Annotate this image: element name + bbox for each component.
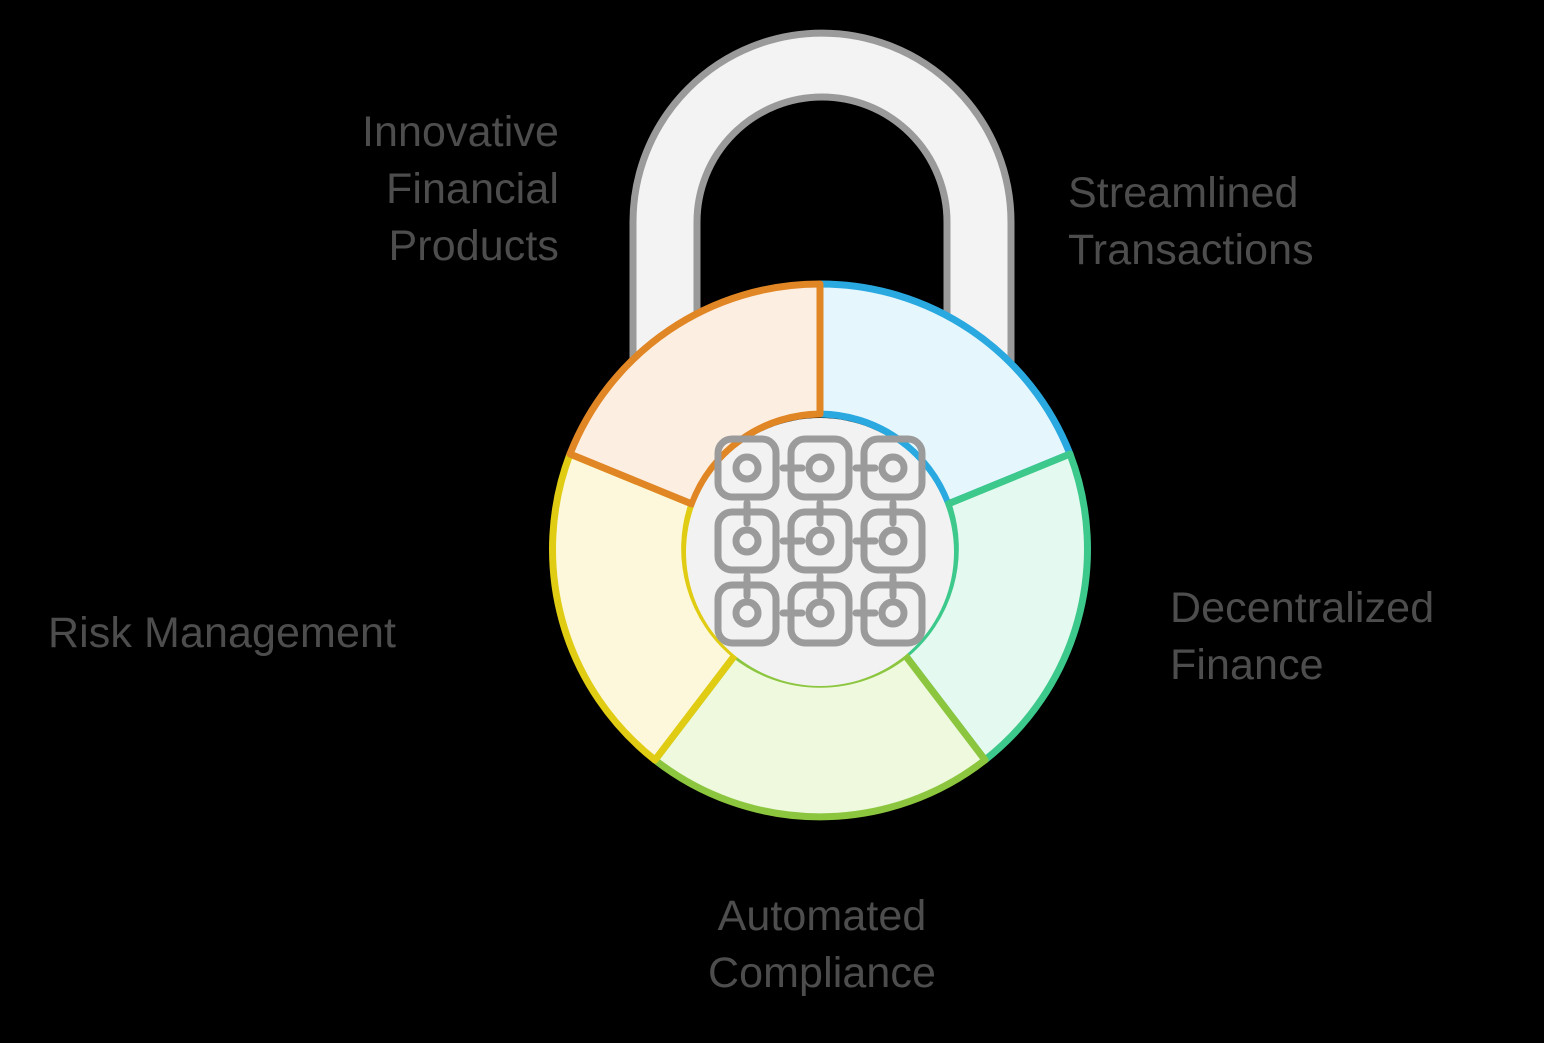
label-streamlined-transactions: Streamlined Transactions (1068, 169, 1314, 275)
shackle-shape (629, 29, 1015, 424)
label-innovative-financial-products: Innovative Financial Products (361, 108, 559, 271)
padlock-shackle (629, 29, 1015, 424)
segment-decentralized-finance[interactable] (901, 450, 1091, 764)
label-decentralized-finance: Decentralized Finance (1170, 584, 1435, 690)
label-automated-compliance: Automated Compliance (707, 892, 937, 998)
blockchain-grid-icon (714, 435, 926, 647)
donut-ring (549, 280, 1091, 821)
segment-streamlined-transactions[interactable] (816, 280, 1074, 508)
segment-innovative-financial-products[interactable] (566, 280, 824, 508)
label-risk-management: Risk Management (48, 609, 397, 657)
